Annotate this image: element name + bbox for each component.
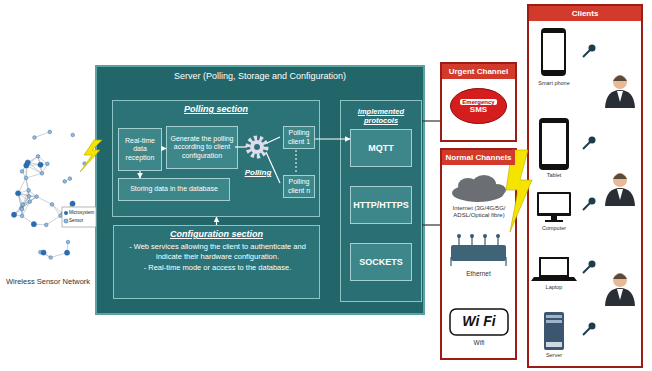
node-title: MQTT	[368, 143, 394, 154]
device-label: Server	[531, 352, 577, 358]
client-users	[605, 75, 635, 306]
protocol-panel: Implemented protocolsMQTT HTTP/HTTPS SOCKE…	[340, 100, 422, 302]
device-label: Computer	[531, 225, 577, 231]
inset-box	[62, 207, 96, 227]
node-title: Emergency	[460, 99, 496, 105]
device-label: Smart phone	[531, 80, 577, 86]
channel-label: Internet (3G/4G/5G/ ADSL/Optical fibre)	[444, 205, 514, 219]
protocol-box: SOCKETS	[350, 243, 412, 281]
node-title: Normal Channels	[442, 150, 515, 165]
channel-panel: Urgent ChannelEmergencySMS	[440, 62, 517, 142]
protocol-box: MQTT	[350, 129, 412, 167]
sms-icon: EmergencySMS	[450, 88, 507, 124]
storage-box: Storing data in the database	[118, 178, 230, 201]
process-box: Polling client n	[283, 175, 315, 198]
server-box: Server (Polling, Storage and Configurati…	[95, 65, 425, 315]
node-title: Generate the polling according to client…	[169, 135, 235, 160]
node-title: Real-time data reception	[121, 137, 159, 162]
node-title: Storing data in the database	[130, 185, 218, 193]
connector	[422, 224, 440, 225]
process-label: Polling	[236, 168, 280, 177]
section-box: Configuration section- Web services allo…	[113, 225, 320, 299]
internet-cloud	[452, 175, 506, 202]
sensor-network	[11, 130, 86, 259]
node-title: Polling client n	[286, 178, 312, 195]
sensor-symbol	[64, 219, 68, 223]
network-label: Wireless Sensor Network	[2, 278, 94, 287]
device-label: Tablet	[531, 172, 577, 178]
section-box: Polling sectionReal-time data reception G…	[112, 100, 320, 217]
node-title: SOCKETS	[359, 257, 403, 268]
lightning-bolt	[80, 140, 102, 172]
channel-label: Ethernet	[450, 270, 507, 277]
node-title: Polling client 1	[286, 129, 312, 146]
process-box: Real-time data reception	[118, 128, 162, 171]
wifi-logo-text: Wi Fi	[451, 313, 507, 329]
node-title: Server (Polling, Storage and Configurati…	[137, 71, 383, 82]
lightning-bolt	[506, 150, 532, 232]
gear	[235, 137, 296, 183]
node-title: HTTP/HTTPS	[353, 200, 409, 211]
node-body: - Web services allowing the client to au…	[114, 240, 319, 261]
ethernet-switch	[451, 234, 506, 266]
client-devices	[531, 28, 577, 350]
client-plugs	[583, 45, 596, 336]
microsystem-symbol	[64, 211, 68, 215]
connector	[139, 171, 140, 178]
connector	[422, 120, 440, 121]
process-box: Generate the polling according to client…	[166, 126, 238, 169]
wifi-logo	[450, 309, 508, 335]
node-title: Clients	[529, 6, 641, 21]
connector	[162, 148, 166, 149]
node-title: Configuration section	[114, 226, 319, 240]
protocol-box: HTTP/HTTPS	[350, 186, 412, 224]
node-body: - Real-time mode or access to the databa…	[114, 261, 319, 272]
connector	[315, 138, 350, 139]
device-label: Laptop	[531, 284, 577, 290]
node-body: SMS	[470, 105, 487, 114]
process-box: Polling client 1	[283, 126, 315, 149]
node-title: Implemented protocols	[341, 101, 421, 126]
channel-label: Wifi	[450, 339, 508, 346]
node-title: Urgent Channel	[442, 64, 515, 79]
connector	[216, 217, 217, 225]
legend-label: Microsystem	[69, 210, 96, 215]
legend-label: Sensor	[69, 218, 96, 223]
node-title: Polling section	[113, 101, 319, 115]
